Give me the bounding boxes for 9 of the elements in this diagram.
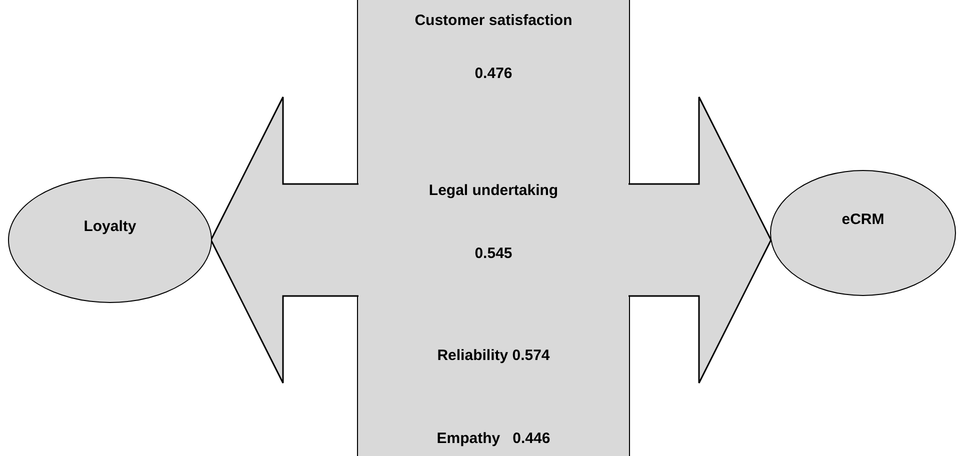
callout-box	[357, 0, 630, 456]
node-label: eCRM	[842, 211, 884, 229]
node-label: Legal undertaking	[428, 182, 558, 200]
node-label: Loyalty	[84, 218, 136, 236]
value-label: 0.545	[474, 245, 512, 263]
node-label: Reliability 0.574	[437, 347, 550, 365]
value-label: 0.476	[474, 65, 512, 83]
node-label: Empathy 0.446	[436, 430, 550, 448]
node-label: Customer satisfaction	[414, 12, 572, 30]
